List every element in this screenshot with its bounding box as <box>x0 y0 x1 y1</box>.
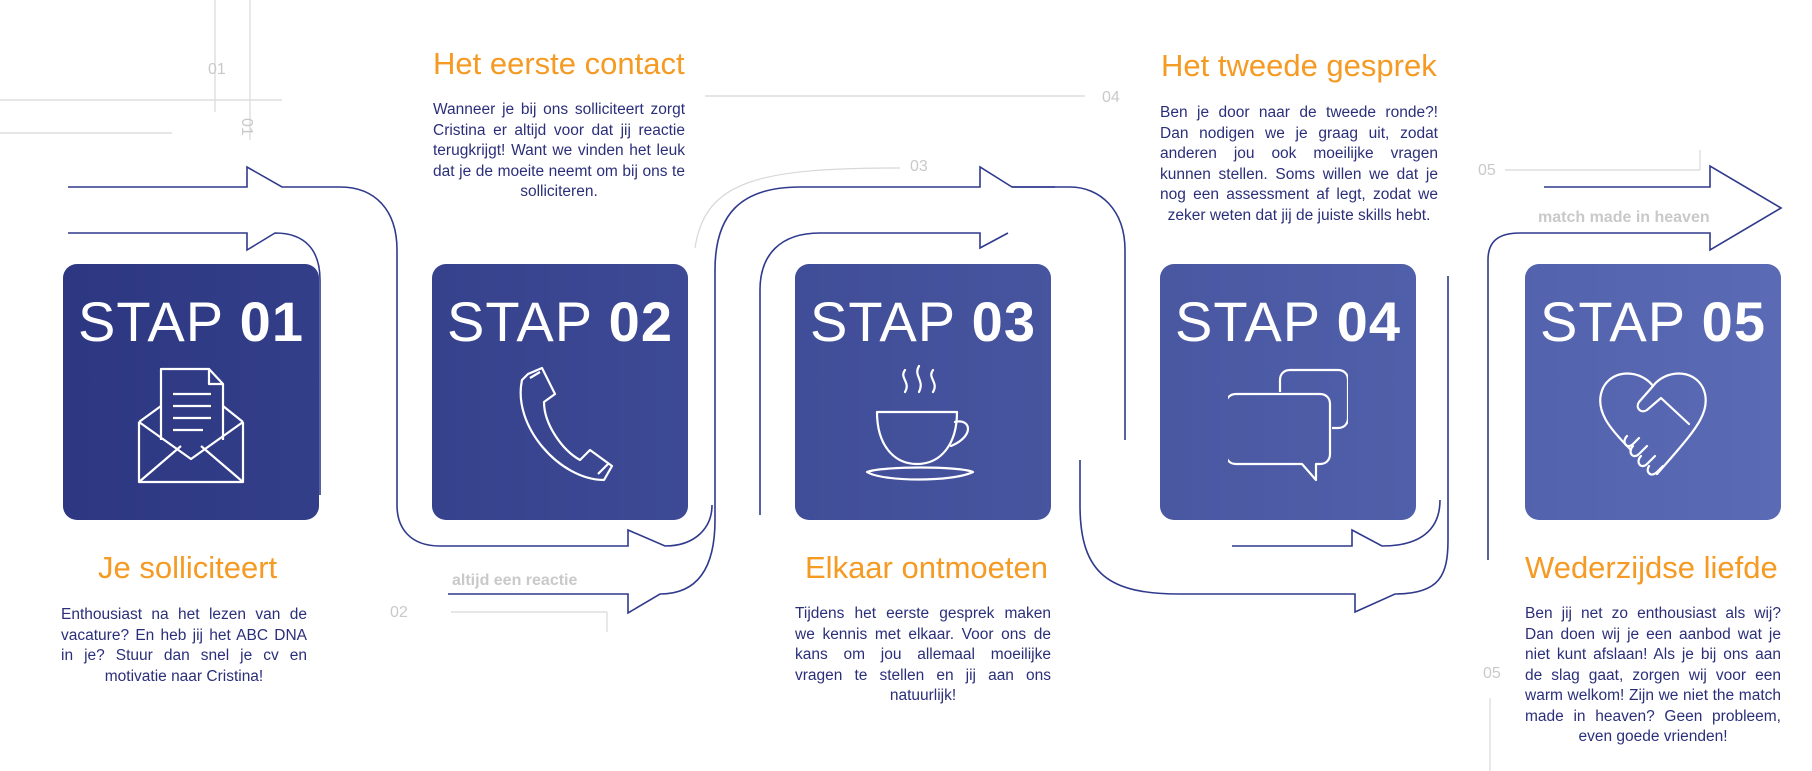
step-card-title: STAP 01 <box>78 290 304 353</box>
card-backgrounds <box>63 264 1781 520</box>
tag-altijd-een-reactie: altijd een reactie <box>452 572 578 589</box>
step-2-description: Wanneer je bij ons solliciteert zorgt Cr… <box>433 101 685 200</box>
speech-bubbles-icon <box>1228 368 1348 482</box>
step-3-heading: Elkaar ontmoeten <box>805 550 1048 585</box>
step-card-2: STAP 02 <box>432 264 688 520</box>
step-4-heading: Het tweede gesprek <box>1161 48 1437 83</box>
guide-lines <box>0 0 1701 771</box>
guide-number-02: 02 <box>390 604 408 621</box>
heart-handshake-icon <box>1599 372 1707 476</box>
step-5-heading: Wederzijdse liefde <box>1525 550 1778 585</box>
envelope-letter-icon <box>137 367 245 484</box>
step-card-title: STAP 03 <box>810 290 1036 353</box>
step-5-description: Ben jij net zo enthousiast als wij? Dan … <box>1525 605 1781 745</box>
guide-number-04: 04 <box>1102 89 1120 106</box>
step-card-1: STAP 01 <box>63 264 319 520</box>
phone-icon <box>519 366 614 482</box>
step-card-3: STAP 03 <box>795 264 1051 520</box>
tag-match-made-in-heaven: match made in heaven <box>1538 209 1710 226</box>
step-card-title: STAP 04 <box>1175 290 1401 353</box>
flow-path <box>68 164 1783 615</box>
guide-number-01-vertical: 01 <box>238 118 255 136</box>
step-card-title: STAP 02 <box>447 290 673 353</box>
guide-number-05-top: 05 <box>1478 162 1496 179</box>
step-4-description: Ben je door naar de tweede ronde?! Dan n… <box>1160 104 1438 224</box>
step-1-heading: Je solliciteert <box>98 550 278 585</box>
step-card-4: STAP 04 <box>1160 264 1416 520</box>
guide-number-05-bottom: 05 <box>1483 665 1501 682</box>
step-3-description: Tijdens het eerste gesprek maken we kenn… <box>795 605 1051 704</box>
guide-number-03: 03 <box>910 158 928 175</box>
step-card-title: STAP 05 <box>1540 290 1766 353</box>
step-card-5: STAP 05 <box>1525 264 1781 520</box>
step-2-heading: Het eerste contact <box>433 46 685 81</box>
guide-number-01: 01 <box>208 61 226 78</box>
coffee-cup-icon <box>865 364 975 481</box>
step-1-description: Enthousiast na het lezen van de vacature… <box>61 606 307 685</box>
